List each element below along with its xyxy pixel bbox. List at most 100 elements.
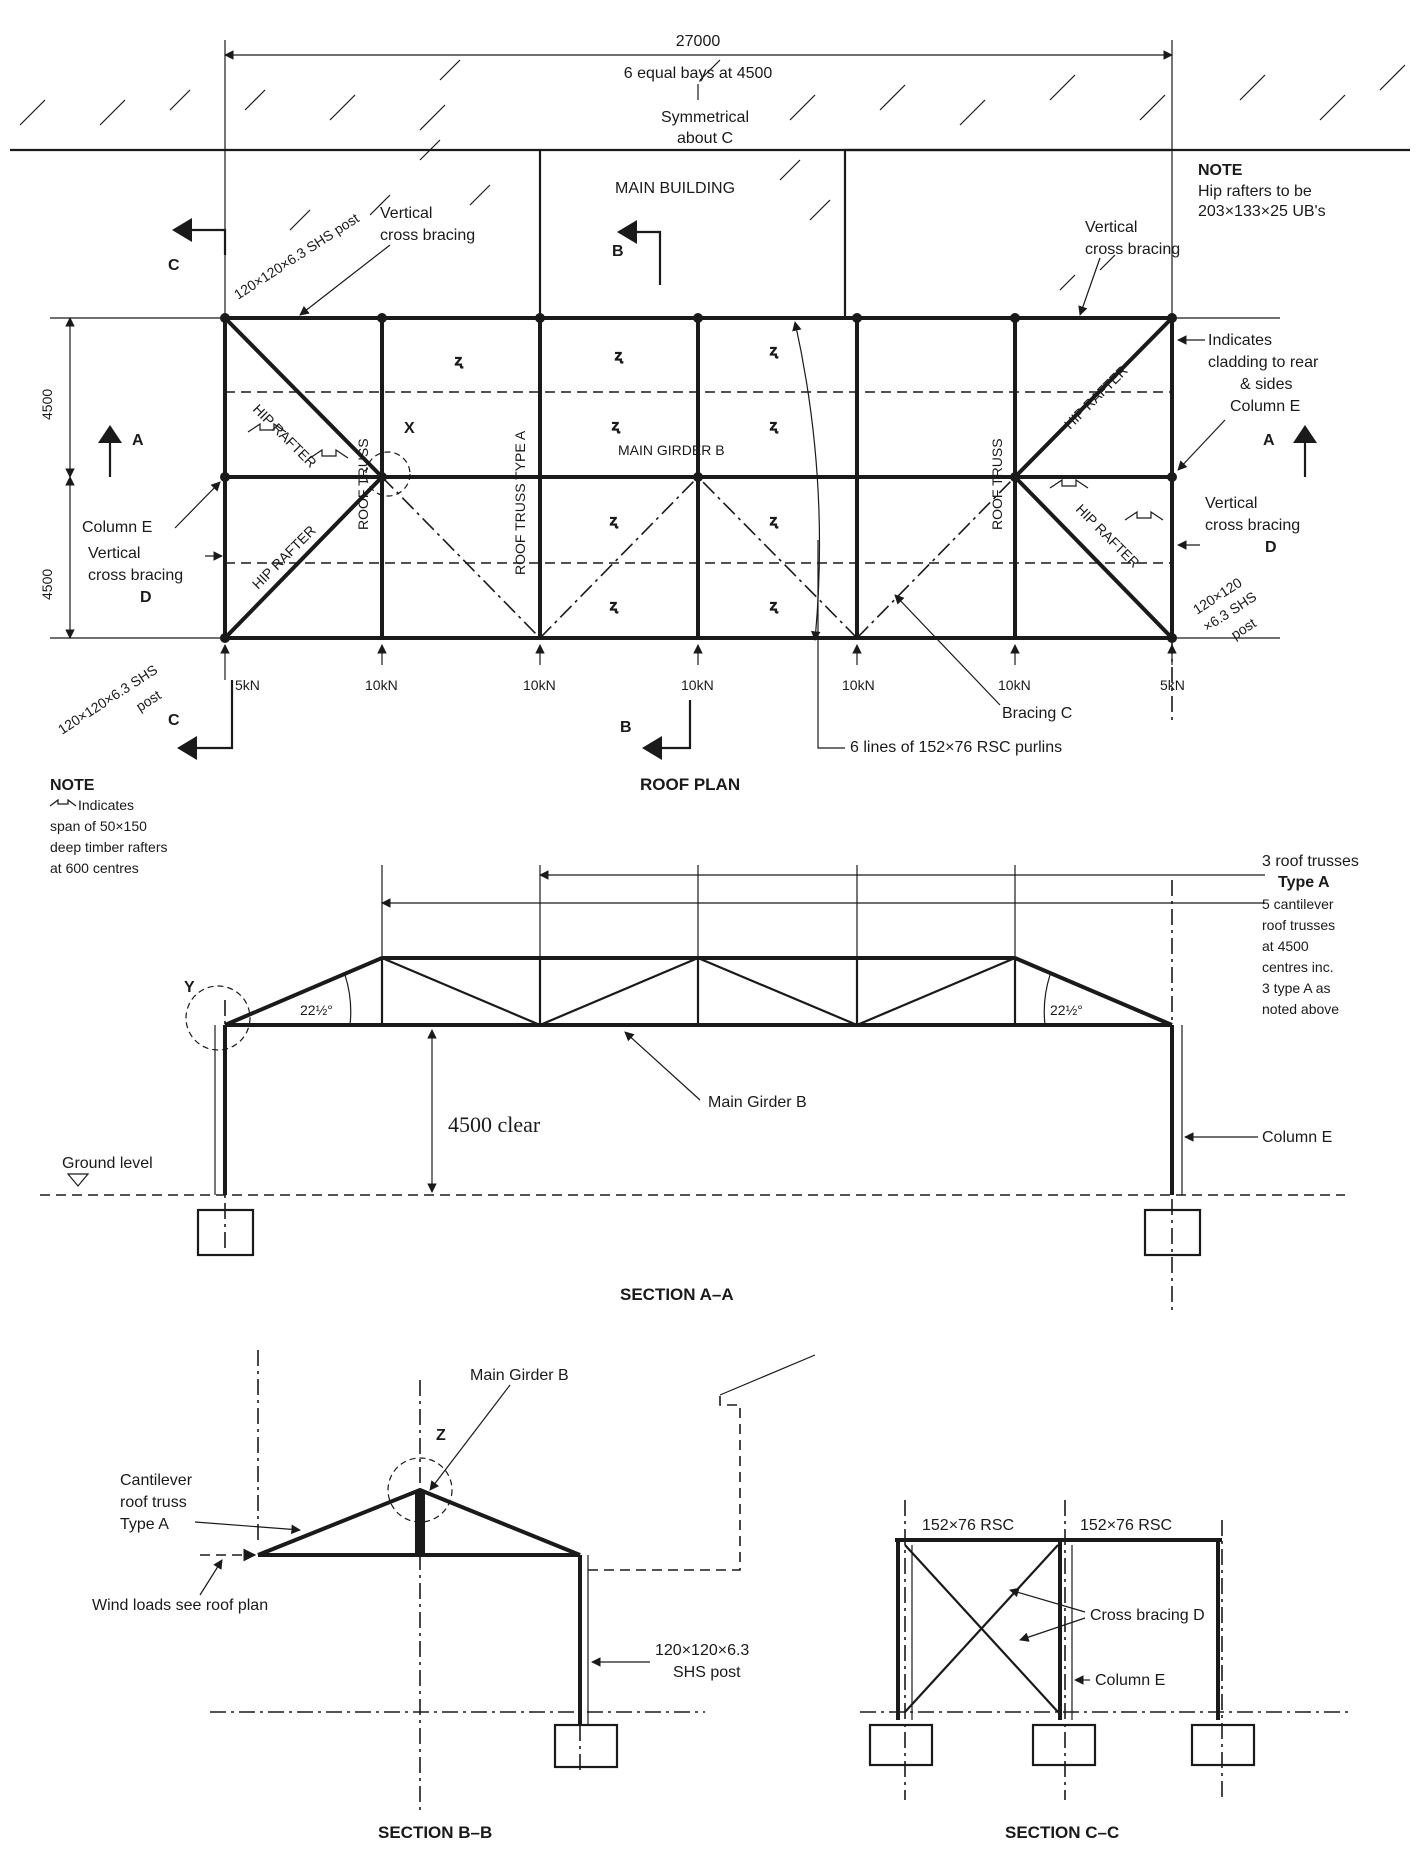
vertical-bracing-r-2: cross bracing — [1205, 517, 1300, 534]
section-bb-title: SECTION B–B — [378, 1823, 492, 1842]
svg-text:ʐ: ʐ — [770, 417, 778, 433]
trusses-note-5: at 4500 — [1262, 938, 1309, 954]
hip-rafter-br — [1013, 475, 1174, 640]
timber-note-2: span of 50×150 — [50, 818, 147, 834]
section-mark-a-right: A — [1263, 425, 1317, 477]
main-building-label: MAIN BUILDING — [615, 180, 735, 197]
dimension-4500-top: 4500 — [39, 389, 55, 420]
svg-text:ʐ: ʐ — [455, 352, 463, 368]
overall-dimension: 27000 — [676, 33, 721, 50]
dimension-4500-bottom: 4500 — [39, 569, 55, 600]
hip-note-1: Hip rafters to be — [1198, 183, 1312, 200]
trusses-note-3: 5 cantilever — [1262, 896, 1334, 912]
hip-rafter-tl — [223, 316, 384, 479]
cross-bracing-d-label: Cross bracing D — [1090, 1607, 1205, 1624]
footing-left — [196, 1208, 255, 1257]
section-mark-b-bottom: B — [620, 700, 692, 760]
bb-main-girder-label: Main Girder B — [470, 1367, 569, 1384]
timber-note-1: Indicates — [78, 797, 134, 813]
load-3: 10kN — [523, 677, 556, 693]
trusses-note-1: 3 roof trusses — [1262, 853, 1359, 870]
load-7: 5kN — [1160, 677, 1185, 693]
symmetry-note-2: about C — [677, 130, 733, 147]
cladding-note-1: Indicates — [1208, 332, 1272, 349]
hatch-marks — [19, 59, 1406, 291]
cc-footing-mid — [1031, 1723, 1097, 1767]
roof-truss-label-right: ROOF TRUSS — [989, 438, 1005, 530]
svg-text:C: C — [168, 712, 180, 729]
hip-rafter-label-tl: HIP RAFTER — [250, 401, 320, 471]
timber-note-3: deep timber rafters — [50, 839, 168, 855]
note-title-left: NOTE — [50, 777, 95, 794]
main-building-edge-right — [843, 148, 1170, 318]
roof-truss-label-left: ROOF TRUSS — [355, 438, 371, 530]
rsc-right-label: 152×76 RSC — [1080, 1517, 1172, 1534]
ground-level-label: Ground level — [62, 1155, 153, 1172]
svg-text:B: B — [612, 243, 624, 260]
bracing-d-label-left: D — [140, 589, 152, 606]
bb-rafter-right — [419, 1488, 581, 1557]
cc-bracing-2 — [904, 1544, 1059, 1713]
bracing-c-right — [856, 476, 1016, 639]
bracing-d-label-right: D — [1265, 539, 1277, 556]
cladding-note-3: & sides — [1240, 376, 1292, 393]
hip-rafter-tr — [1013, 316, 1174, 479]
rafter-left — [224, 956, 383, 1027]
column-e-label-right: Column E — [1230, 398, 1300, 415]
shs-post-bl-2: post — [133, 687, 164, 715]
angle-left: 22½° — [300, 1002, 333, 1018]
svg-text:C: C — [168, 257, 180, 274]
angle-right: 22½° — [1050, 1002, 1083, 1018]
roof-plan-title: ROOF PLAN — [640, 775, 740, 794]
load-5: 10kN — [842, 677, 875, 693]
detail-z-label: Z — [436, 1427, 446, 1444]
svg-text:ʐ: ʐ — [770, 597, 778, 613]
section-mark-c-bottom: C — [168, 680, 234, 760]
trusses-note-2: Type A — [1278, 874, 1330, 891]
hip-rafter-label-tr: HIP RAFTER — [1061, 362, 1131, 432]
svg-text:ʐ: ʐ — [612, 417, 620, 433]
svg-text:ʐ: ʐ — [615, 347, 623, 363]
load-1: 5kN — [235, 677, 260, 693]
section-a-a: 3 roof trusses Type A 5 cantilever roof … — [40, 853, 1359, 1310]
footing-right — [1143, 1208, 1202, 1257]
hip-rafter-label-br: HIP RAFTER — [1073, 501, 1143, 571]
vertical-bracing-top-1: Vertical — [380, 205, 432, 222]
cantilever-label-2: roof truss — [120, 1494, 187, 1511]
rafter-right — [1014, 956, 1173, 1027]
bb-rafter-left — [257, 1488, 421, 1557]
svg-text:ʐ: ʐ — [770, 342, 778, 358]
svg-text:ʐ: ʐ — [770, 512, 778, 528]
vertical-bracing-l-1: Vertical — [88, 545, 140, 562]
svg-text:A: A — [1263, 432, 1275, 449]
load-4: 10kN — [681, 677, 714, 693]
column-e-callout-cc: Column E — [1095, 1672, 1165, 1689]
wind-loads-label: Wind loads see roof plan — [92, 1597, 268, 1614]
rsc-left-label: 152×76 RSC — [922, 1517, 1014, 1534]
vertical-bracing-r-1: Vertical — [1205, 495, 1257, 512]
timber-note-4: at 600 centres — [50, 860, 139, 876]
section-c-c: 152×76 RSC 152×76 RSC Cross bracing D Co… — [860, 1500, 1350, 1842]
main-girder-b-label: MAIN GIRDER B — [618, 442, 725, 458]
hip-note-2: 203×133×25 UB's — [1198, 203, 1326, 220]
trusses-note-7: 3 type A as — [1262, 980, 1331, 996]
section-mark-c-top: C — [168, 218, 227, 274]
trusses-note-8: noted above — [1262, 1001, 1339, 1017]
bays-dimension: 6 equal bays at 4500 — [624, 65, 773, 82]
bb-shs-label-2: SHS post — [673, 1664, 741, 1681]
vertical-bracing-right-1: Vertical — [1085, 219, 1137, 236]
cantilever-label-3: Type A — [120, 1516, 169, 1533]
vertical-bracing-right-2: cross bracing — [1085, 241, 1180, 258]
svg-text:ʐ: ʐ — [610, 512, 618, 528]
cc-footing-left — [868, 1723, 934, 1767]
roof-plan: MAIN BUILDING 27000 6 equal bays at 4500… — [10, 33, 1410, 876]
section-mark-b-top: B — [612, 220, 662, 285]
load-2: 10kN — [365, 677, 398, 693]
cantilever-label-1: Cantilever — [120, 1472, 193, 1489]
clearance-dimension: 4500 clear — [448, 1112, 541, 1137]
load-6: 10kN — [998, 677, 1031, 693]
main-girder-callout: Main Girder B — [708, 1094, 807, 1111]
trusses-note-4: roof trusses — [1262, 917, 1335, 933]
